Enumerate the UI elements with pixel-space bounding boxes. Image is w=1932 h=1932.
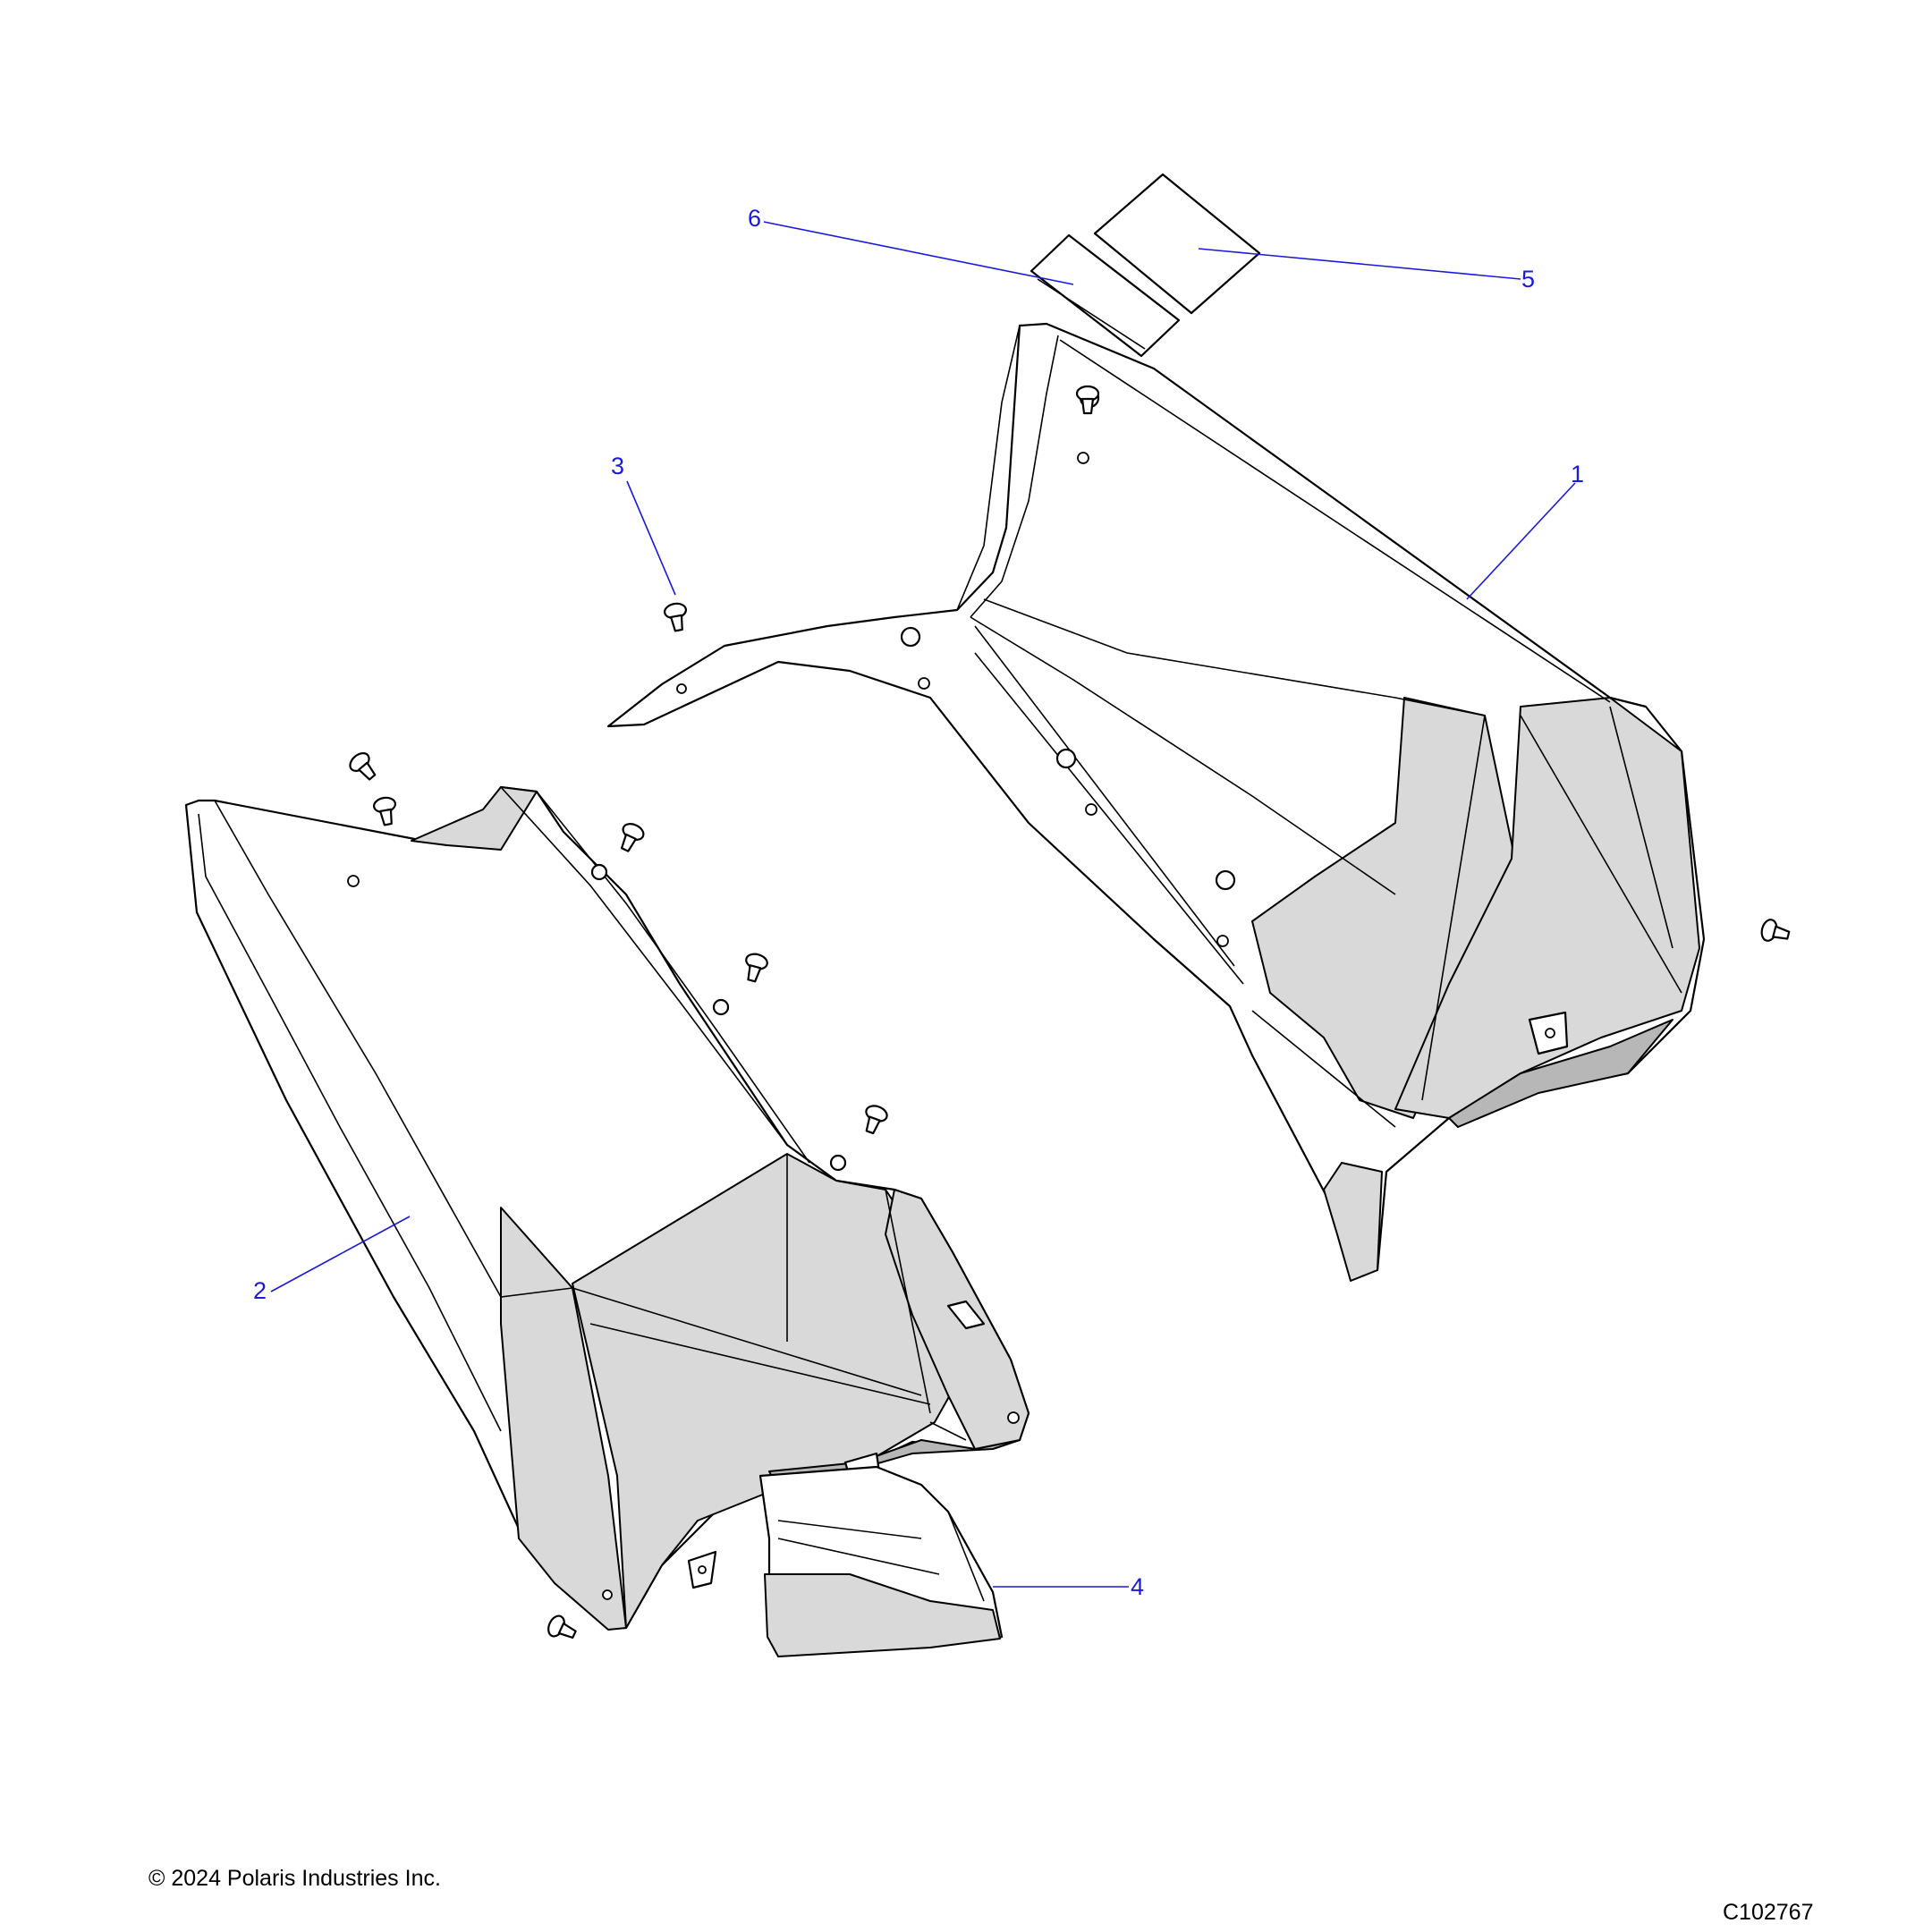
- part-2-panel: [184, 785, 1030, 1631]
- part-3-fasteners: [349, 385, 1791, 1640]
- callout-1: 1: [1571, 461, 1585, 487]
- leader-2: [270, 1216, 411, 1292]
- rivet: [745, 953, 768, 983]
- rivet: [664, 602, 687, 632]
- leader-5: [1198, 248, 1521, 280]
- leader-1: [1466, 482, 1576, 600]
- leader-lines: [270, 221, 1576, 1588]
- figure-id: C102767: [1723, 1900, 1814, 1925]
- callout-6: 6: [748, 205, 762, 232]
- rivet: [1075, 385, 1100, 415]
- leader-3: [626, 480, 676, 596]
- rivet: [865, 1105, 888, 1135]
- leader-6: [763, 221, 1074, 285]
- copyright-text: © 2024 Polaris Industries Inc.: [148, 1866, 441, 1891]
- rivet: [1760, 919, 1791, 942]
- rivet: [547, 1614, 577, 1640]
- part-1-panel: [606, 322, 1706, 1282]
- part-5-decal: [1093, 173, 1261, 315]
- callout-3: 3: [611, 453, 625, 479]
- callout-5: 5: [1521, 266, 1536, 292]
- part-6-decal: [1030, 233, 1181, 358]
- callout-2: 2: [253, 1277, 267, 1304]
- part-4-bracket: [758, 1465, 1004, 1657]
- rivet: [373, 796, 396, 826]
- callout-4: 4: [1131, 1573, 1145, 1600]
- rivet: [349, 752, 377, 781]
- rivet: [620, 823, 645, 852]
